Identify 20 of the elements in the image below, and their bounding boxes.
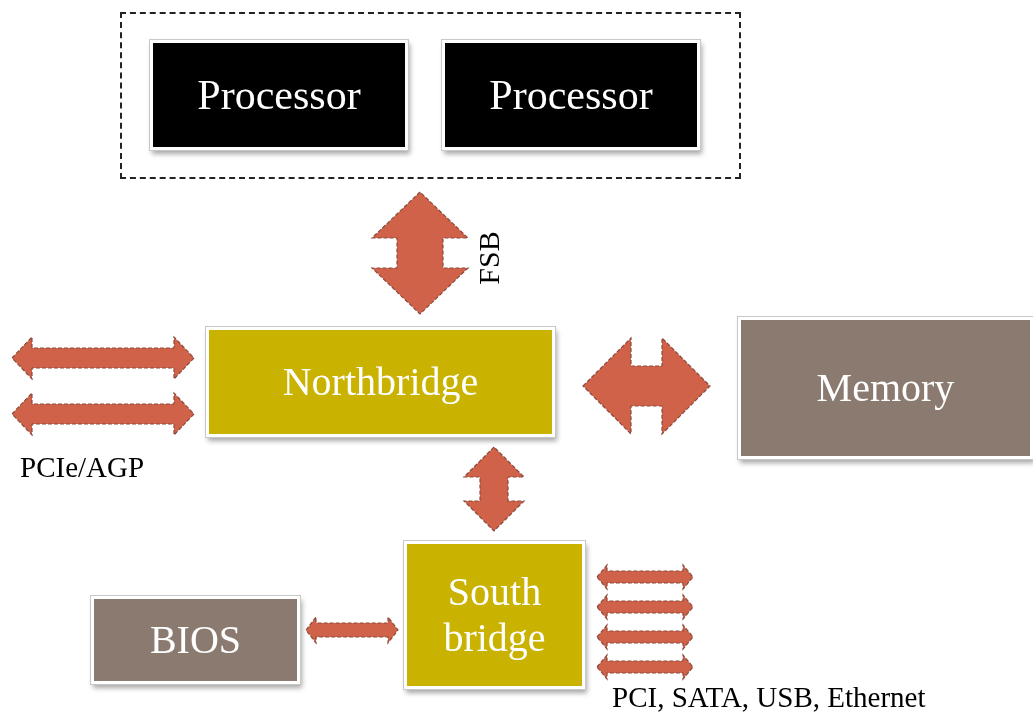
double-arrow: [11, 391, 195, 437]
processor-box: Processor: [150, 40, 408, 150]
double-arrow: [305, 615, 399, 645]
double-arrow: [582, 336, 711, 436]
bus-label: PCIe/AGP: [20, 451, 145, 484]
double-arrow: [596, 563, 694, 591]
processor-box: Processor: [442, 40, 700, 150]
double-arrow: [462, 446, 526, 532]
double-arrow: [596, 623, 694, 651]
double-arrow: [370, 191, 470, 315]
dashed-group-box: [120, 12, 741, 179]
edge-label: FSB: [471, 231, 506, 285]
component-box: South bridge: [404, 541, 585, 689]
component-box: BIOS: [91, 596, 300, 684]
double-arrow: [596, 593, 694, 621]
bus-label: PCI, SATA, USB, Ethernet: [612, 681, 926, 714]
component-box: Northbridge: [206, 327, 555, 437]
component-box: Memory: [738, 317, 1033, 459]
double-arrow: [596, 653, 694, 681]
double-arrow: [11, 335, 195, 381]
